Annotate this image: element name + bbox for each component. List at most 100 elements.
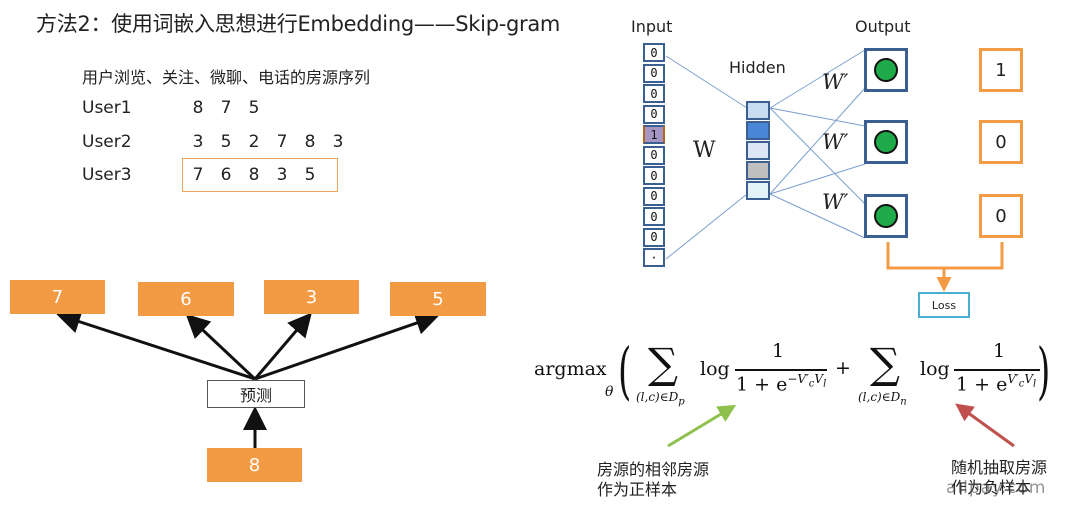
sum-subscript-text: (l,c)∈D	[636, 390, 679, 404]
network-connections	[665, 49, 866, 260]
w-prime-label: W′	[822, 70, 849, 94]
negative-annotation-arrow	[955, 403, 1015, 448]
denominator-text: 1 + e	[736, 373, 788, 396]
input-label: Input	[631, 17, 673, 36]
output-dot-icon	[874, 130, 898, 154]
positive-sample-caption: 房源的相邻房源 作为正样本	[597, 460, 709, 500]
sum-subscript-index: p	[678, 396, 685, 408]
w-label: W	[693, 138, 716, 163]
input-cell: 0	[643, 207, 665, 226]
sequence-item: 3	[192, 132, 204, 152]
arrow-to-context-3	[253, 312, 312, 380]
sequence-item: 8	[192, 98, 204, 118]
output-dot-icon	[874, 204, 898, 228]
exponent-tail-sub: l	[1033, 378, 1037, 390]
exponent-text: −V′	[787, 372, 809, 386]
loss-connector	[886, 242, 1004, 270]
sequence-item: 8	[248, 165, 260, 185]
sum-subscript-text: (l,c)∈D	[858, 390, 901, 404]
hidden-cell	[746, 141, 770, 160]
sequence-header: 用户浏览、关注、微聊、电话的房源序列	[82, 68, 371, 87]
context-item-box: 3	[264, 280, 359, 314]
formula-denominator-positive: 1 + e−V′cVl	[736, 372, 826, 395]
sequence-item: 3	[276, 165, 288, 185]
exponent-text: V′	[1007, 372, 1019, 386]
context-item-box: 7	[10, 280, 105, 314]
exponent-sub: c	[808, 378, 815, 390]
context-item-box: 5	[390, 282, 486, 316]
caption-line: 作为正样本	[597, 480, 678, 499]
output-dot-icon	[874, 58, 898, 82]
arrow-to-context-7	[56, 310, 256, 381]
input-cell: 0	[643, 166, 665, 185]
fraction-bar	[735, 369, 827, 371]
output-label: Output	[855, 17, 911, 36]
formula-numerator: 1	[772, 340, 785, 362]
formula-theta: θ	[605, 384, 614, 400]
sum-subscript-positive: (l,c)∈Dp	[636, 390, 685, 407]
formula-right-paren: )	[1037, 334, 1051, 407]
context-item-box: 6	[138, 282, 234, 316]
formula-numerator: 1	[993, 340, 1006, 362]
sequence-item: 2	[248, 132, 260, 152]
sequence-item: 7	[220, 98, 232, 118]
input-cell: 0	[643, 84, 665, 103]
user-label: User1	[82, 98, 132, 118]
exponent-tail-sub: l	[823, 378, 827, 390]
input-cell: 0	[643, 186, 665, 206]
slide-title: 方法2：使用词嵌入思想进行Embedding——Skip-gram	[36, 12, 561, 36]
input-cell: ·	[643, 248, 665, 267]
formula-log: log	[920, 358, 950, 380]
loss-box: Loss	[918, 292, 970, 318]
sum-symbol: ∑	[648, 339, 678, 388]
formula-log: log	[700, 358, 730, 380]
fraction-bar	[954, 369, 1040, 371]
sequence-item: 6	[220, 165, 232, 185]
sequence-item: 5	[304, 165, 316, 185]
input-cell: 0	[643, 104, 665, 124]
w-prime-label: W′	[822, 190, 849, 214]
formula-plus: +	[835, 357, 851, 379]
output-node	[864, 48, 908, 92]
caption-line: 作为负样本	[951, 478, 1032, 497]
caption-line: 随机抽取房源	[951, 458, 1048, 477]
positive-annotation-arrow	[667, 404, 737, 448]
negative-sample-caption: 随机抽取房源 作为负样本	[951, 458, 1047, 498]
formula-argmax: argmax	[534, 358, 607, 380]
sequence-item: 7	[276, 132, 288, 152]
input-cell: 0	[643, 63, 665, 83]
caption-line: 房源的相邻房源	[597, 460, 710, 479]
exponent-tail: V	[1024, 372, 1034, 386]
highlighted-sequence-box	[182, 158, 338, 192]
formula-left-paren: (	[618, 334, 632, 407]
sequence-item: 5	[248, 98, 260, 118]
input-cell: 0	[643, 145, 665, 165]
output-node	[864, 120, 908, 164]
hidden-cell	[746, 121, 770, 140]
exponent-sub: c	[1018, 378, 1025, 390]
denominator-text: 1 + e	[956, 373, 1008, 396]
target-value: 0	[979, 120, 1023, 164]
center-item-box: 8	[207, 448, 302, 482]
predict-box: 预测	[207, 380, 305, 408]
sequence-item: 3	[332, 132, 344, 152]
target-value: 0	[979, 194, 1023, 238]
w-prime-label: W′	[822, 130, 849, 154]
sum-subscript-negative: (l,c)∈Dn	[858, 390, 907, 407]
arrow-to-context-6	[185, 313, 257, 381]
sum-symbol: ∑	[870, 339, 900, 388]
sequence-item: 7	[192, 165, 204, 185]
input-cell: 0	[643, 43, 665, 62]
watermark: alipay.com	[946, 478, 1047, 498]
input-cell: 0	[643, 227, 665, 247]
input-cell-active: 1	[643, 125, 665, 144]
hidden-label: Hidden	[729, 58, 786, 77]
hidden-cell	[746, 101, 770, 120]
exponent-tail: V	[814, 372, 824, 386]
user-label: User3	[82, 165, 132, 185]
user-label: User2	[82, 132, 132, 152]
sum-subscript-index: n	[900, 396, 907, 408]
arrow-to-context-5	[254, 311, 440, 381]
output-node	[864, 194, 908, 238]
